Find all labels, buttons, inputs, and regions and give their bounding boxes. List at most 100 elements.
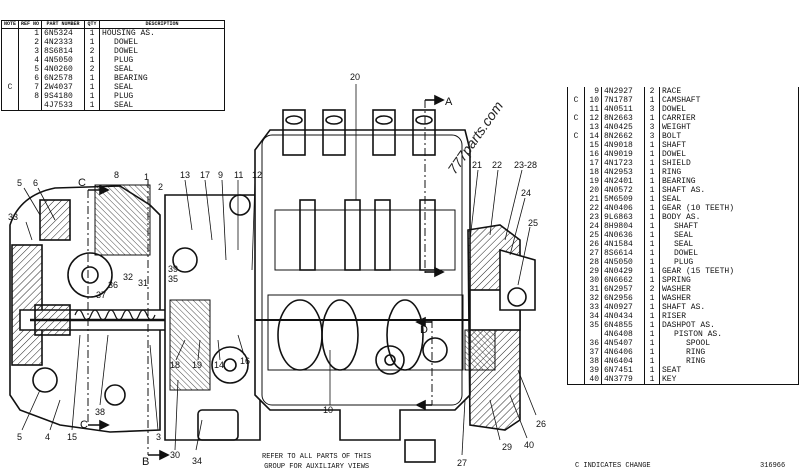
row-description: WASHER <box>659 285 799 294</box>
row-note <box>567 348 585 357</box>
row-description: PLUG <box>99 92 225 101</box>
callout: 37 <box>96 290 106 300</box>
row-ref-number: 38 <box>584 357 602 366</box>
row-note <box>0 74 20 83</box>
row-note <box>567 87 585 96</box>
row-ref-number: 11 <box>584 105 602 114</box>
row-qty: 1 <box>644 195 660 204</box>
row-note <box>567 141 585 150</box>
row-qty: 2 <box>84 65 101 74</box>
row-part-number: 8S6614 <box>601 249 645 258</box>
callout: 5 <box>17 432 22 442</box>
row-qty: 1 <box>644 249 660 258</box>
row-qty: 1 <box>644 267 660 276</box>
row-description: SPRING <box>659 276 799 285</box>
row-qty: 1 <box>644 321 660 330</box>
row-description: DOWEL <box>99 38 225 47</box>
row-description: SHAFT AS. <box>659 303 799 312</box>
row-note <box>0 38 20 47</box>
section-arrows <box>88 94 445 461</box>
row-description: DOWEL <box>99 47 225 56</box>
row-note: C <box>0 83 20 92</box>
callout: 35 <box>168 274 178 284</box>
row-qty: 1 <box>644 114 660 123</box>
row-ref-number: 24 <box>584 222 602 231</box>
row-ref-number: 36 <box>584 339 602 348</box>
row-note <box>567 204 585 213</box>
row-note <box>567 150 585 159</box>
row-ref-number: 2 <box>18 38 43 47</box>
row-qty: 3 <box>644 132 660 141</box>
row-qty: 1 <box>644 240 660 249</box>
row-description: SHAFT <box>659 222 799 231</box>
callout: 9 <box>218 170 223 180</box>
row-description: DASHPOT AS. <box>659 321 799 330</box>
row-description: SEAL <box>659 195 799 204</box>
section-lines <box>87 100 433 455</box>
row-description: BODY AS. <box>659 213 799 222</box>
header-qty: QTY <box>84 20 101 29</box>
callout: C <box>80 419 88 431</box>
row-part-number: 6N6662 <box>601 276 645 285</box>
row-note <box>567 231 585 240</box>
row-qty: 3 <box>644 123 660 132</box>
callout: 27 <box>457 458 467 468</box>
row-description: CARRIER <box>659 114 799 123</box>
row-part-number: 6N4855 <box>601 321 645 330</box>
row-ref-number: 25 <box>584 231 602 240</box>
row-ref-number: 9 <box>584 87 602 96</box>
row-part-number: 4N0425 <box>601 123 645 132</box>
row-ref-number: 39 <box>584 366 602 375</box>
row-note <box>567 330 585 339</box>
row-ref-number: 8 <box>18 92 43 101</box>
row-ref-number: 27 <box>584 249 602 258</box>
row-ref-number: 29 <box>584 267 602 276</box>
callout: 30 <box>170 450 180 460</box>
row-part-number: 4J7533 <box>41 101 86 111</box>
row-part-number: 4N1584 <box>601 240 645 249</box>
pump-housing <box>9 109 536 463</box>
callout: 16 <box>240 356 250 366</box>
row-ref-number: 6 <box>18 74 43 83</box>
callout: 22 <box>492 160 502 170</box>
row-ref-number: 7 <box>18 83 43 92</box>
callout: B <box>142 456 149 468</box>
row-qty: 1 <box>644 141 660 150</box>
row-part-number: 4N5050 <box>41 56 86 65</box>
callout: 3 <box>156 432 161 442</box>
row-description: SEAT <box>659 366 799 375</box>
callout: 8 <box>114 170 119 180</box>
row-qty: 1 <box>84 83 101 92</box>
row-description: SEAL <box>99 101 225 111</box>
row-part-number: 8H9804 <box>601 222 645 231</box>
row-part-number: 4N0572 <box>601 186 645 195</box>
row-description: HOUSING AS. <box>99 28 225 38</box>
callout: 33 <box>8 212 18 222</box>
row-note <box>567 186 585 195</box>
callout: 5 <box>17 178 22 188</box>
outlet-fittings <box>282 109 436 156</box>
row-note <box>0 92 20 101</box>
row-note <box>567 339 585 348</box>
row-ref-number: 19 <box>584 177 602 186</box>
row-qty: 1 <box>644 159 660 168</box>
row-ref-number: 22 <box>584 204 602 213</box>
row-description: SHAFT AS. <box>659 186 799 195</box>
row-qty: 1 <box>84 101 101 111</box>
row-ref-number: 20 <box>584 186 602 195</box>
row-part-number: 4N2333 <box>41 38 86 47</box>
row-qty: 1 <box>644 96 660 105</box>
auxiliary-views-note: REFER TO ALL PARTS OF THIS GROUP FOR AUX… <box>262 452 371 472</box>
row-ref-number: 10 <box>584 96 602 105</box>
